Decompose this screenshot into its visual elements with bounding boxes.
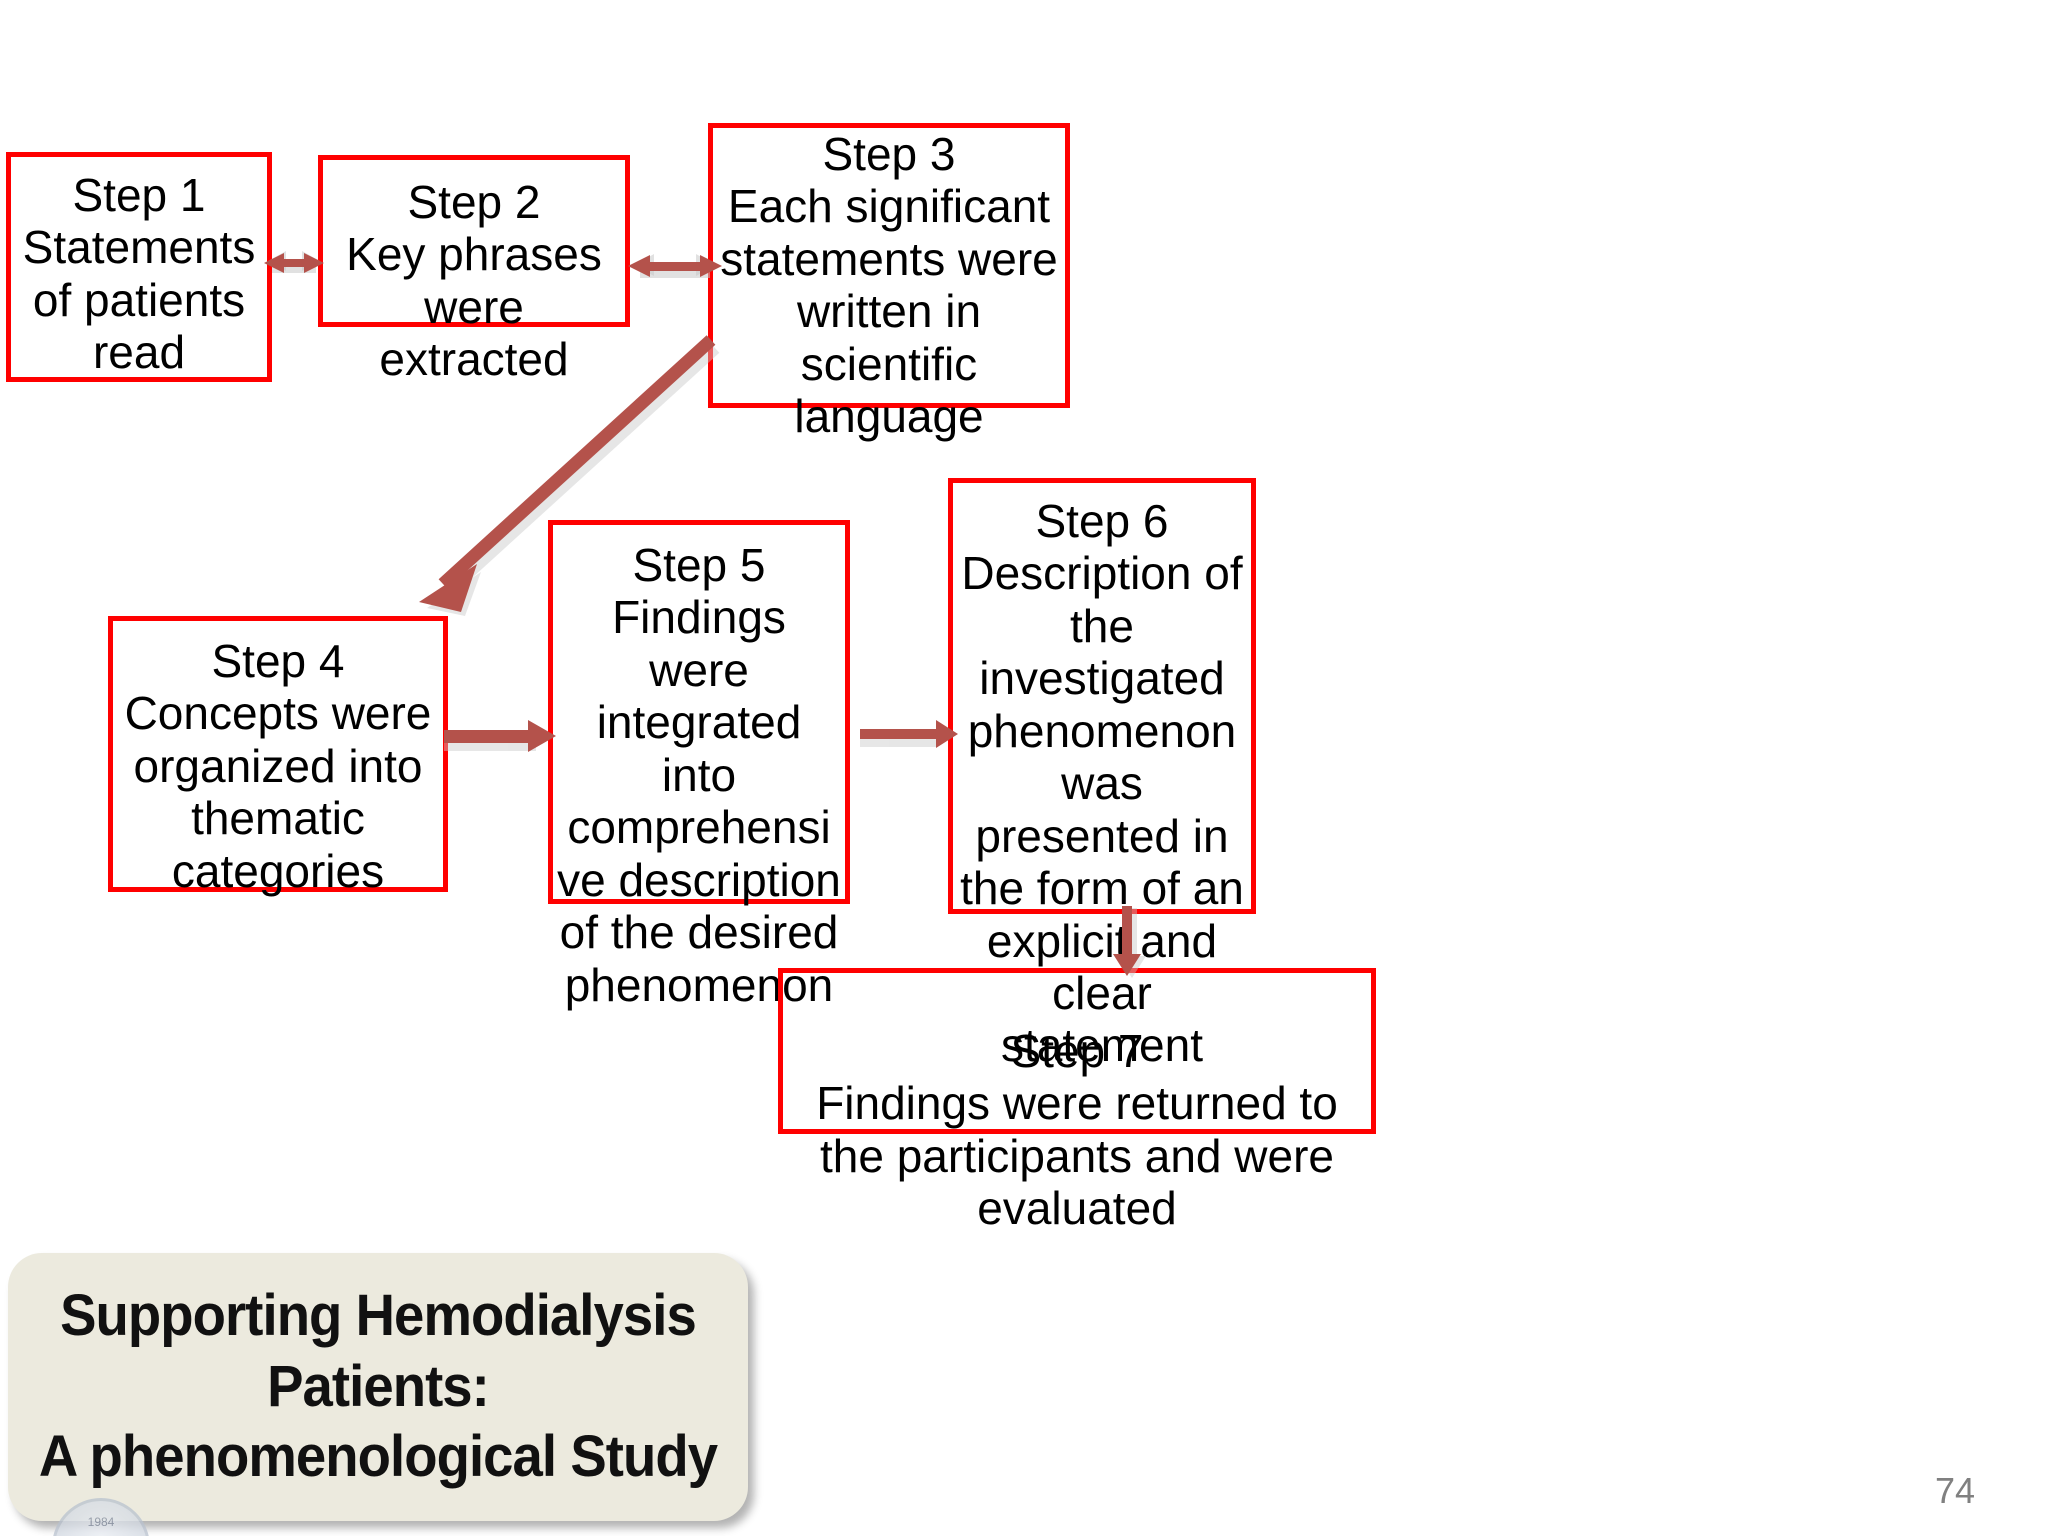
arrow-step1-step2 — [258, 243, 330, 285]
slide-title: Supporting Hemodialysis Patients: A phen… — [38, 1282, 718, 1490]
flow-box-step7[interactable]: Step 7 Findings were returned to the par… — [778, 968, 1376, 1234]
institution-seal-year: 1984 — [87, 1515, 115, 1529]
flow-box-step1-label: Step 1 Statements of patients read — [22, 169, 256, 379]
flow-box-step7-label: Step 7 Findings were returned to the par… — [816, 1025, 1338, 1235]
arrow-step6-step7 — [1106, 902, 1154, 986]
slide-title-banner: Supporting Hemodialysis Patients: A phen… — [8, 1253, 748, 1521]
flow-box-step2-label: Step 2 Key phrases were extracted — [346, 176, 602, 386]
flow-box-step2[interactable]: Step 2 Key phrases were extracted — [318, 155, 630, 385]
page-number: 74 — [1934, 1470, 1976, 1511]
flow-box-step1[interactable]: Step 1 Statements of patients read — [6, 152, 272, 382]
flow-box-step5[interactable]: Step 5 Findings were integrated into com… — [548, 520, 850, 1011]
flow-box-step5-label: Step 5 Findings were integrated into com… — [557, 539, 841, 1011]
arrow-step5-step6 — [856, 712, 962, 760]
flow-box-step3[interactable]: Step 3 Each significant statements were … — [708, 123, 1070, 442]
flow-box-step4[interactable]: Step 4 Concepts were organized into them… — [108, 616, 448, 897]
arrow-step4-step5 — [436, 712, 562, 760]
arrow-step3-step4 — [395, 330, 725, 620]
flow-box-step6[interactable]: Step 6 Description of the investigated p… — [948, 478, 1256, 1071]
arrow-step2-step3 — [622, 245, 728, 289]
flow-box-step6-label: Step 6 Description of the investigated p… — [960, 495, 1244, 1072]
flow-box-step3-label: Step 3 Each significant statements were … — [720, 128, 1058, 443]
flow-box-step4-label: Step 4 Concepts were organized into them… — [124, 635, 432, 897]
